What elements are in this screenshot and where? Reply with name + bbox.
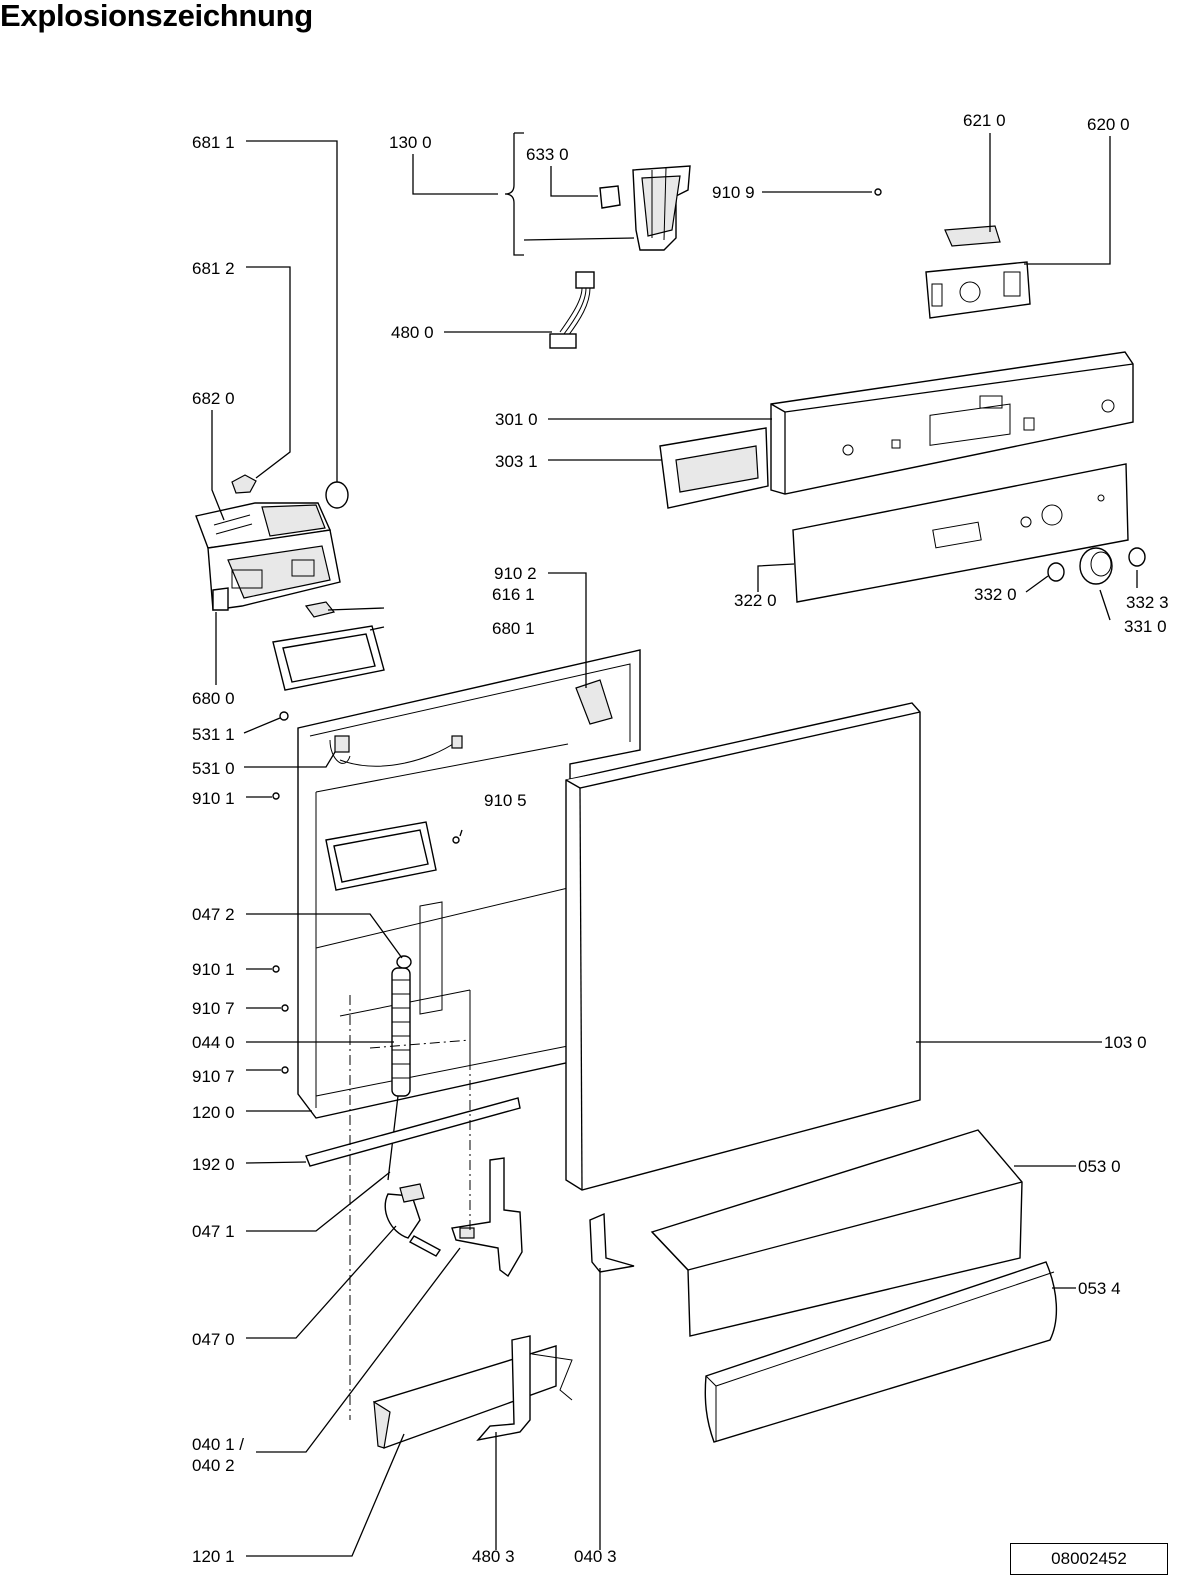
part-910-5-screw <box>452 836 460 844</box>
part-910-1-screw-middle <box>272 965 280 973</box>
part-053-4-plinth-cover <box>704 1261 1058 1443</box>
label-480-3: 480 3 <box>472 1547 515 1566</box>
label-047-2: 047 2 <box>192 905 235 924</box>
part-303-1-display-frame <box>659 427 769 509</box>
part-301-0-control-panel <box>770 351 1134 495</box>
label-120-1: 120 1 <box>192 1547 235 1566</box>
part-103-0-outer-door <box>565 702 921 1191</box>
label-332-0: 332 0 <box>974 585 1017 604</box>
part-480-3-bracket <box>476 1335 531 1442</box>
label-192-0: 192 0 <box>192 1155 235 1174</box>
part-332-3-button <box>1128 547 1146 567</box>
label-331-0: 331 0 <box>1124 617 1167 636</box>
label-480-0: 480 0 <box>391 323 434 342</box>
label-910-1-top: 910 1 <box>192 789 235 808</box>
label-681-1: 681 1 <box>192 133 235 152</box>
part-120-0-inner-door <box>297 649 641 1119</box>
label-681-2: 681 2 <box>192 259 235 278</box>
label-910-7-lower: 910 7 <box>192 1067 235 1086</box>
label-531-1: 531 1 <box>192 725 235 744</box>
label-301-0: 301 0 <box>495 410 538 429</box>
part-681-1-seal <box>325 481 349 509</box>
part-331-0-knob <box>1079 547 1113 585</box>
part-680-0-dispenser <box>195 502 341 611</box>
label-633-0: 633 0 <box>526 145 569 164</box>
label-040-3: 040 3 <box>574 1547 617 1566</box>
label-910-2: 910 2 <box>494 564 537 583</box>
label-332-3: 332 3 <box>1126 593 1169 612</box>
part-616-1-latch <box>304 601 336 618</box>
label-040-2: 040 2 <box>192 1456 235 1475</box>
part-322-0-decor-panel <box>792 463 1129 603</box>
part-531-1-washer <box>279 711 289 721</box>
label-680-0: 680 0 <box>192 689 235 708</box>
label-680-1: 680 1 <box>492 619 535 638</box>
label-120-0: 120 0 <box>192 1103 235 1122</box>
part-130-0-door-lock <box>599 165 691 251</box>
part-480-0-wire-harness <box>549 271 595 349</box>
label-616-1: 616 1 <box>492 585 535 604</box>
part-040-1-hinge-bracket <box>451 1157 523 1278</box>
label-303-1: 303 1 <box>495 452 538 471</box>
part-681-2-clip <box>231 474 257 494</box>
label-130-0: 130 0 <box>389 133 432 152</box>
label-682-0: 682 0 <box>192 389 235 408</box>
label-044-0: 044 0 <box>192 1033 235 1052</box>
label-910-1-middle: 910 1 <box>192 960 235 979</box>
part-621-0-pcb <box>944 225 1001 247</box>
part-044-0-door-spring <box>387 955 412 1181</box>
label-910-9: 910 9 <box>712 183 755 202</box>
label-910-5: 910 5 <box>484 791 527 810</box>
label-053-4: 053 4 <box>1078 1279 1121 1298</box>
leader-lines <box>211 132 1138 1557</box>
label-910-7-upper: 910 7 <box>192 999 235 1018</box>
document-number: 08002452 <box>1010 1543 1168 1575</box>
part-910-7-screw-upper <box>281 1004 289 1012</box>
part-332-0-button <box>1047 562 1065 582</box>
page-title: Explosionszeichnung <box>0 0 313 33</box>
part-910-9-screw <box>874 188 882 196</box>
label-621-0: 621 0 <box>963 111 1006 130</box>
label-040-1: 040 1 / <box>192 1435 244 1454</box>
part-120-1-lower-panel <box>373 1345 573 1449</box>
part-192-0-rail <box>305 1097 521 1167</box>
label-053-0: 053 0 <box>1078 1157 1121 1176</box>
label-322-0: 322 0 <box>734 591 777 610</box>
part-040-3-bracket <box>589 1212 635 1273</box>
label-047-1: 047 1 <box>192 1222 235 1241</box>
label-620-0: 620 0 <box>1087 115 1130 134</box>
part-910-7-screw-lower <box>281 1066 289 1074</box>
label-103-0: 103 0 <box>1104 1033 1147 1052</box>
part-680-1-gasket <box>272 625 385 691</box>
part-047-1-cable-pulley <box>384 1183 442 1257</box>
part-053-0-plinth <box>650 1129 1023 1337</box>
label-047-0: 047 0 <box>192 1330 235 1349</box>
part-910-1-screw-top <box>272 792 280 800</box>
label-531-0: 531 0 <box>192 759 235 778</box>
part-620-0-timer <box>925 261 1031 319</box>
